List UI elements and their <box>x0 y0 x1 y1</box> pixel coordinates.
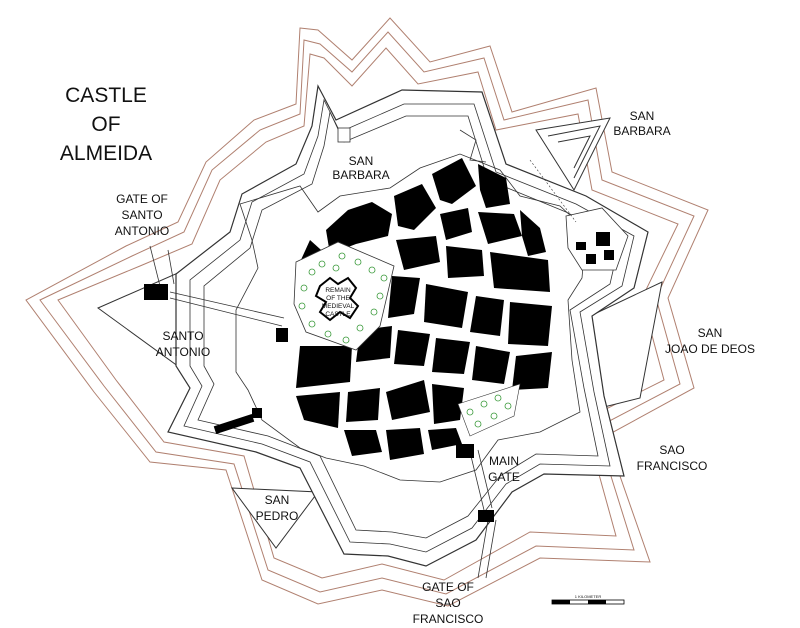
stair-north <box>459 129 487 163</box>
label-san-barbara-outer-1: SAN <box>630 109 655 123</box>
castle-label: REMAIN OF THE MEDIEVAL CASTLE <box>322 287 355 318</box>
title-line-1: CASTLE <box>65 84 147 107</box>
label-sao-francisco-2: FRANCISCO <box>637 459 708 473</box>
main-gate-structure <box>456 444 474 458</box>
building-block <box>470 296 504 336</box>
label-san-joao-1: SAN <box>698 326 723 340</box>
label-san-barbara-inner-1: SAN <box>349 154 374 168</box>
map-title: CASTLE OF ALMEIDA <box>60 84 152 165</box>
gate-road-main <box>469 449 497 579</box>
building-block <box>386 380 430 420</box>
castle-label-4: CASTLE <box>325 311 351 318</box>
garden-trees <box>298 252 388 344</box>
building-block <box>424 284 468 328</box>
building-block <box>478 164 510 208</box>
gate-sao-francisco-structure <box>478 510 494 522</box>
wall-inner <box>235 153 587 483</box>
gate-small-west <box>276 328 288 342</box>
building-block <box>432 158 476 204</box>
building-block <box>346 388 380 422</box>
building-block <box>432 338 470 374</box>
wall-outer <box>167 84 649 567</box>
scale-bar: 1 KILOMETER <box>551 594 625 605</box>
label-san-barbara-inner-2: BARBARA <box>332 168 389 182</box>
wall-second <box>183 98 635 553</box>
building-block <box>388 276 420 318</box>
outer-earthworks <box>25 17 709 607</box>
bastion-ne-block-2 <box>596 232 610 246</box>
label-san-pedro-2: PEDRO <box>256 509 299 523</box>
medieval-castle-outline <box>314 276 360 322</box>
building-block <box>432 384 464 424</box>
title-line-2: OF <box>91 113 120 136</box>
building-block <box>396 236 440 270</box>
ravelin-san-barbara <box>535 117 611 192</box>
building-block <box>344 430 382 456</box>
town-buildings <box>296 158 552 460</box>
bastion-ne-block-4 <box>604 250 614 260</box>
gate-west-small <box>252 408 262 418</box>
castle-compound <box>293 241 395 351</box>
building-block <box>428 428 462 450</box>
bastion-ne-block-1 <box>576 242 586 250</box>
ravelin-inner-lines-sb <box>547 125 601 179</box>
glacis-outer-line <box>25 17 709 607</box>
building-block <box>478 212 522 244</box>
guardhouse-north <box>337 127 351 143</box>
castle-label-3: MEDIEVAL <box>322 303 355 310</box>
building-block <box>394 330 430 366</box>
building-block <box>520 210 546 256</box>
label-gate-sao-francisco-2: SAO <box>435 596 460 610</box>
building-block <box>326 202 392 254</box>
wall-third <box>197 110 621 539</box>
label-san-barbara-outer-2: BARBARA <box>613 124 670 138</box>
gate-labels: GATE OF SANTO ANTONIO MAIN GATE GATE OF … <box>115 192 520 626</box>
building-block <box>296 392 340 428</box>
building-block <box>296 346 352 388</box>
building-block <box>490 252 550 292</box>
label-gate-sao-francisco-1: GATE OF <box>422 580 474 594</box>
bastion-ne-block-3 <box>586 254 596 264</box>
main-fortress-wall <box>167 84 649 567</box>
gates <box>144 245 497 579</box>
path-ne <box>529 159 577 223</box>
glacis-inner-line <box>57 47 679 581</box>
building-block <box>508 302 552 346</box>
castle-label-1: REMAIN <box>325 287 351 294</box>
label-gate-santo-antonio-2: SANTO <box>121 208 162 222</box>
bastion-labels: SAN BARBARA SAN BARBARA SANTO ANTONIO SA… <box>156 109 755 523</box>
label-san-pedro-1: SAN <box>265 493 290 507</box>
gate-west-barracks <box>213 414 255 434</box>
label-gate-sao-francisco-3: FRANCISCO <box>413 612 484 626</box>
label-main-gate-2: GATE <box>488 470 520 484</box>
building-block <box>472 346 510 384</box>
label-sao-francisco-1: SAO <box>659 443 684 457</box>
castle-label-2: OF THE <box>326 295 350 302</box>
label-gate-santo-antonio-1: GATE OF <box>116 192 168 206</box>
label-santo-antonio-1: SANTO <box>162 329 203 343</box>
garden-main-gate <box>457 383 521 437</box>
san-barbara-bastion-detail <box>337 127 629 271</box>
title-line-3: ALMEIDA <box>60 142 152 165</box>
label-san-joao-2: JOAO DE DEOS <box>665 342 755 356</box>
label-main-gate-1: MAIN <box>489 454 519 468</box>
building-block <box>512 352 552 390</box>
scale-bar-label: 1 KILOMETER <box>575 594 602 599</box>
gate-santo-antonio-structure <box>144 284 168 300</box>
building-block <box>386 428 424 460</box>
label-santo-antonio-2: ANTONIO <box>156 345 210 359</box>
glacis-mid-line <box>39 31 695 595</box>
gate-road-santo-antonio <box>149 245 285 327</box>
building-block <box>394 184 436 230</box>
garden-area <box>457 383 521 437</box>
ravelin-san-pedro <box>230 487 319 549</box>
building-block <box>446 246 484 278</box>
building-block <box>440 208 472 240</box>
label-gate-santo-antonio-3: ANTONIO <box>115 224 169 238</box>
